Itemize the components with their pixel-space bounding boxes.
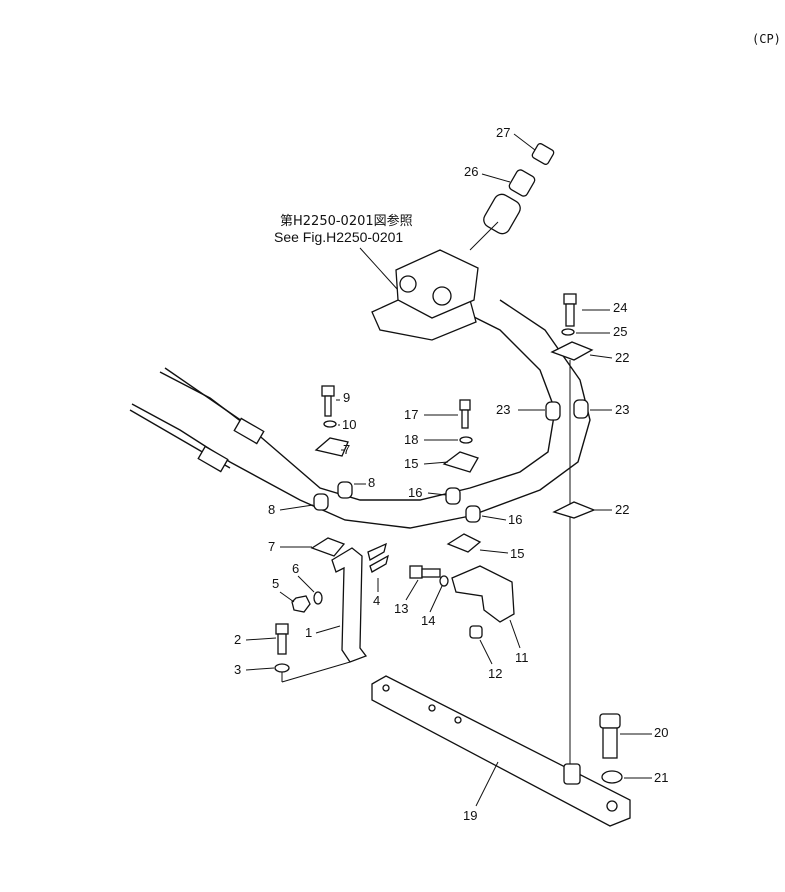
- switch-assembly: [371, 143, 555, 341]
- callout-23a: 23: [496, 402, 510, 417]
- callout-20: 20: [654, 725, 668, 740]
- bar-19: [371, 675, 631, 827]
- callout-10: 10: [342, 417, 356, 432]
- callout-17: 17: [404, 407, 418, 422]
- bracket-1: [331, 547, 368, 663]
- callout-3: 3: [234, 662, 241, 677]
- fasteners: [274, 293, 623, 784]
- callout-12: 12: [488, 666, 502, 681]
- callout-16a: 16: [408, 485, 422, 500]
- callout-2: 2: [234, 632, 241, 647]
- callout-18: 18: [404, 432, 418, 447]
- callout-8a: 8: [368, 475, 375, 490]
- reference-en: See Fig.H2250-0201: [274, 229, 404, 245]
- callout-4: 4: [373, 593, 380, 608]
- callout-22b: 22: [615, 502, 629, 517]
- callout-8b: 8: [268, 502, 275, 517]
- reference-jp: 第H2250-0201図参照: [280, 214, 413, 229]
- callout-23b: 23: [615, 402, 629, 417]
- corner-code: (CP): [752, 32, 781, 46]
- reference-leader: [359, 247, 399, 291]
- callout-labels: 27 26 24 25 22 23 23 9 10 7 8 8 17 18 15…: [234, 125, 668, 823]
- callout-15b: 15: [510, 546, 524, 561]
- callout-22a: 22: [615, 350, 629, 365]
- callout-11: 11: [515, 650, 529, 665]
- callout-1: 1: [305, 625, 312, 640]
- cable-harness: [129, 299, 591, 529]
- callout-7a: 7: [343, 442, 350, 457]
- bracket-11: [451, 565, 515, 623]
- callout-15a: 15: [404, 456, 418, 471]
- callout-19: 19: [463, 808, 477, 823]
- callout-16b: 16: [508, 512, 522, 527]
- callout-25: 25: [613, 324, 627, 339]
- grommets: [313, 399, 589, 523]
- callout-13: 13: [394, 601, 408, 616]
- callout-7b: 7: [268, 539, 275, 554]
- callout-6: 6: [292, 561, 299, 576]
- callout-5: 5: [272, 576, 279, 591]
- callout-9: 9: [343, 390, 350, 405]
- callout-14: 14: [421, 613, 435, 628]
- clamps: [310, 341, 596, 557]
- callout-27: 27: [496, 125, 510, 140]
- callout-21: 21: [654, 770, 668, 785]
- callout-24: 24: [613, 300, 627, 315]
- callout-26: 26: [464, 164, 478, 179]
